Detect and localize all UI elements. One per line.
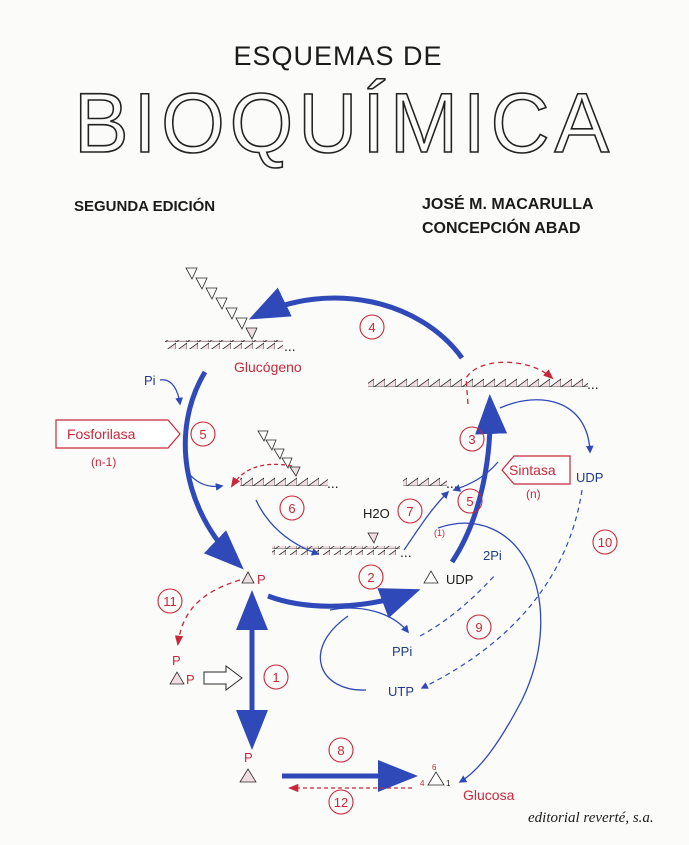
step-circle-10: 10 xyxy=(592,529,618,555)
phosphorylase-to-chain xyxy=(185,469,224,491)
step-circle-9: 9 xyxy=(466,614,492,640)
chain-ellipsis: ... xyxy=(446,475,458,491)
step-circle-2: 2 xyxy=(358,564,384,590)
sintasa-n: (n) xyxy=(526,487,541,501)
pi-arrow xyxy=(159,379,183,406)
utp-arc xyxy=(319,615,367,691)
utp-label: UTP xyxy=(388,684,414,699)
step-circle-8: 8 xyxy=(328,737,354,763)
step-circle-5-right: 5 xyxy=(457,488,483,514)
arrow-step4 xyxy=(248,287,465,360)
svg-text:11: 11 xyxy=(163,594,177,609)
arrow-step3 xyxy=(449,394,508,564)
open-arrow xyxy=(203,665,243,691)
glucogeno-label: Glucógeno xyxy=(234,359,302,375)
step6-arrow xyxy=(255,499,320,556)
svg-text:9: 9 xyxy=(475,620,482,635)
chain-ellipsis: ... xyxy=(284,338,296,354)
glucose-symbol xyxy=(427,771,445,786)
udp-loop-arrow xyxy=(499,399,594,454)
svg-text:6: 6 xyxy=(288,501,295,516)
step-circle-11: 11 xyxy=(157,588,183,614)
carbon1-label: 1 xyxy=(446,779,451,788)
g1p-symbol xyxy=(241,571,255,584)
step-circle-7: 7 xyxy=(397,498,423,524)
h2o-label: H2O xyxy=(363,506,390,521)
g16p-symbol xyxy=(169,671,185,685)
fosforilasa-label: Fosforilasa xyxy=(67,426,136,442)
svg-text:1: 1 xyxy=(272,670,279,685)
glycogen-branch-top xyxy=(185,267,258,340)
svg-text:4: 4 xyxy=(368,320,375,335)
fosforilasa-n: (n-1) xyxy=(91,455,116,469)
glucosa-label: Glucosa xyxy=(463,787,515,803)
sintasa-box: Sintasa xyxy=(501,455,571,485)
carbon4-label: 4 xyxy=(420,779,425,788)
sintasa-arrow xyxy=(452,461,499,492)
two-pi-label: 2Pi xyxy=(483,548,502,563)
svg-text:5: 5 xyxy=(199,427,206,442)
svg-text:2: 2 xyxy=(367,570,374,585)
glycogen-branch-mid xyxy=(257,430,301,477)
chain-ellipsis: ... xyxy=(400,544,412,560)
arrow-step5-left xyxy=(182,370,244,570)
ppi-label: PPi xyxy=(392,644,412,659)
udp-glucose-symbol xyxy=(423,570,439,584)
step10-dash xyxy=(420,489,583,689)
sintasa-label: Sintasa xyxy=(509,462,556,478)
svg-text:3: 3 xyxy=(468,432,475,447)
chain-ellipsis: ... xyxy=(327,475,339,491)
udp-mid-label: UDP xyxy=(446,572,473,587)
glucose-long-arc xyxy=(437,522,542,783)
g16p-p-top: P xyxy=(172,653,181,668)
author-1: JOSÉ M. MACARULLA xyxy=(422,194,594,213)
step11-dash xyxy=(174,579,241,647)
ppi-arc xyxy=(329,607,409,634)
chain-ellipsis: ... xyxy=(587,376,599,392)
step-circle-12: 12 xyxy=(328,789,354,815)
phosphorylase-chain xyxy=(240,477,328,486)
g1p-p: P xyxy=(257,572,266,587)
edition-label: SEGUNDA EDICIÓN xyxy=(74,197,215,215)
g6p-symbol xyxy=(239,768,257,783)
author-2: CONCEPCIÓN ABAD xyxy=(422,218,581,237)
publisher-label: editorial reverté, s.a. xyxy=(528,810,654,826)
small-chain xyxy=(403,477,447,486)
step-circle-5-left: 5 xyxy=(190,421,216,447)
debranch-chain xyxy=(272,546,400,555)
step-circle-4: 4 xyxy=(359,314,385,340)
synthase-chain xyxy=(368,378,588,387)
svg-text:10: 10 xyxy=(598,535,612,550)
title-line1: ESQUEMAS DE xyxy=(233,41,442,71)
title-line2: BIOQUÍMICA xyxy=(74,76,614,170)
step-circle-6: 6 xyxy=(279,495,305,521)
step-circle-3: 3 xyxy=(459,426,485,452)
udp-right-label: UDP xyxy=(576,470,603,485)
svg-text:5: 5 xyxy=(466,494,473,509)
carbon6-label: 6 xyxy=(432,763,437,772)
step9-dash xyxy=(419,573,497,637)
svg-text:12: 12 xyxy=(334,795,348,810)
synthase-transfer-dash xyxy=(465,361,554,405)
svg-text:8: 8 xyxy=(337,743,344,758)
h2o-arrow xyxy=(403,490,450,551)
fosforilasa-box: Fosforilasa xyxy=(55,419,181,449)
pi-label: Pi xyxy=(144,373,156,388)
glucose-unit xyxy=(367,532,379,544)
svg-text:7: 7 xyxy=(406,504,413,519)
glycogen-chain xyxy=(165,340,283,349)
step-circle-1: 1 xyxy=(263,664,289,690)
g6p-p: P xyxy=(244,750,253,765)
one-label: (1) xyxy=(434,528,445,538)
arrow-step2 xyxy=(267,588,421,619)
g16p-p-side: P xyxy=(186,672,195,687)
